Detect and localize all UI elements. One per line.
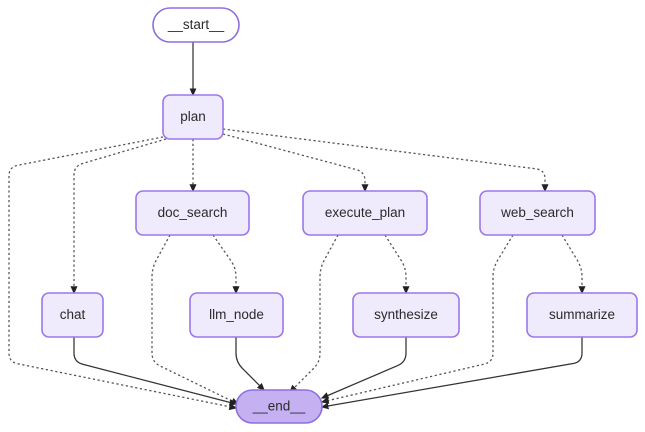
node-shape-summarize xyxy=(526,292,638,338)
node-shape-plan xyxy=(162,94,224,140)
edge-llm_node-to-end xyxy=(235,337,265,391)
edge-doc_search-to-llm_node xyxy=(212,234,240,295)
node-shape-execute_plan xyxy=(302,190,428,236)
node-shape-synthesize xyxy=(352,292,460,338)
node-synthesize[interactable]: synthesize xyxy=(352,292,460,338)
node-start[interactable]: __start__ xyxy=(152,7,240,43)
node-doc_search[interactable]: doc_search xyxy=(135,190,250,236)
node-shape-llm_node xyxy=(189,292,284,338)
edge-summarize-to-end xyxy=(320,337,583,410)
edge-plan-to-web_search xyxy=(222,128,549,193)
node-web_search[interactable]: web_search xyxy=(479,190,596,236)
node-end[interactable]: __end__ xyxy=(235,389,323,424)
node-layer: __start__plan doc_search execute_plan web_s… xyxy=(41,7,638,424)
node-shape-start xyxy=(152,7,240,43)
node-shape-end xyxy=(235,389,323,424)
edge-synthesize-to-end xyxy=(320,337,407,399)
edge-plan-to-execute_plan xyxy=(222,133,369,193)
node-shape-web_search xyxy=(479,190,596,236)
edge-chat-to-end xyxy=(73,337,238,406)
node-execute_plan[interactable]: execute_plan xyxy=(302,190,428,236)
node-chat[interactable]: chat xyxy=(41,292,104,338)
edge-web_search-to-summarize xyxy=(561,234,586,295)
edge-plan-to-chat xyxy=(70,138,167,295)
edge-layer xyxy=(8,42,586,411)
edge-execute_plan-to-synthesize xyxy=(384,234,410,295)
node-plan[interactable]: plan xyxy=(162,94,224,140)
edge-execute_plan-to-end xyxy=(289,234,339,393)
edge-plan-to-end xyxy=(8,136,238,411)
edge-doc_search-to-end xyxy=(151,234,240,405)
node-shape-doc_search xyxy=(135,190,250,236)
edge-web_search-to-end xyxy=(320,234,514,404)
node-llm_node[interactable]: llm_node xyxy=(189,292,284,338)
node-shape-chat xyxy=(41,292,104,338)
node-summarize[interactable]: summarize xyxy=(526,292,638,338)
